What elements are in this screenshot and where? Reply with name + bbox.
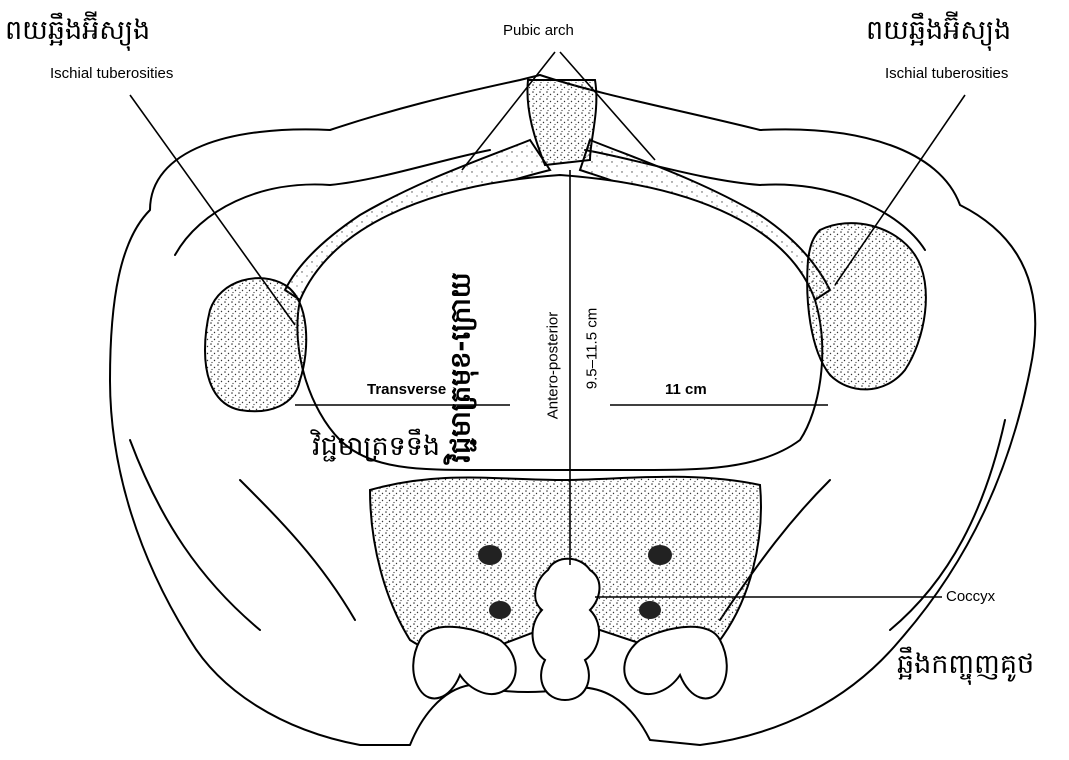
right-ischial-tuberosity <box>807 223 926 389</box>
coccyx-label: Coccyx <box>946 588 995 605</box>
ischial-right-en-label: Ischial tuberosities <box>885 65 1008 82</box>
antero-posterior-label: Antero-posterior <box>545 281 562 451</box>
transverse-measure-label: 11 cm <box>665 381 707 398</box>
ischial-left-km-label: ពយឆ្អឹងអ៊ីស្យុង <box>5 14 150 53</box>
coccyx-km-label: ឆ្អឹងកញ្ចុញគូថ <box>897 648 1034 687</box>
transverse-km-label: វិជ្ជមាត្រទទឹង <box>312 430 440 469</box>
ischial-left-en-label: Ischial tuberosities <box>50 65 173 82</box>
sacral-foramen-2 <box>648 545 672 565</box>
ischial-left-leader <box>130 95 295 325</box>
transverse-label: Transverse <box>367 381 446 398</box>
left-ischial-tuberosity <box>205 278 306 411</box>
left-lower-contour <box>240 480 355 620</box>
ap-km-label: វិជ្ជមាត្រមុខ-ក្រោយ <box>445 243 484 493</box>
left-outer-lower <box>130 440 260 630</box>
coccyx-bone <box>533 559 600 700</box>
ischial-right-km-label: ពយឆ្អឹងអ៊ីស្យុង <box>866 14 1011 53</box>
sacral-foramen-3 <box>489 601 511 619</box>
ap-measure-label: 9.5–11.5 cm <box>584 289 601 409</box>
pubic-arch-label: Pubic arch <box>503 22 574 39</box>
sacral-foramen-1 <box>478 545 502 565</box>
sacral-foramen-4 <box>639 601 661 619</box>
